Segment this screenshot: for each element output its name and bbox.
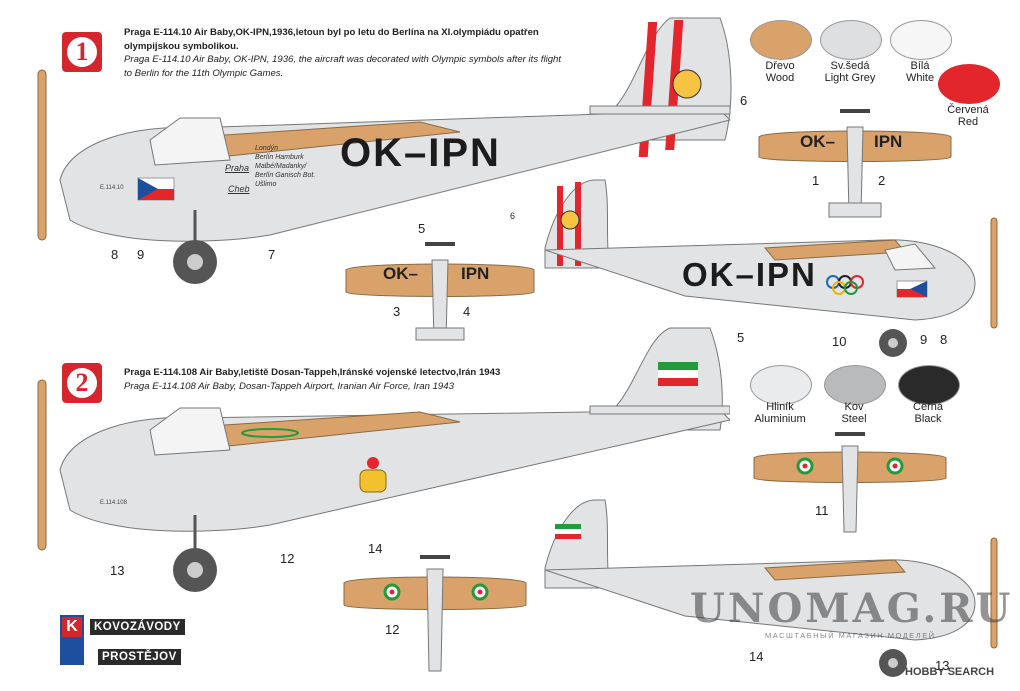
scheme-2-badge: 2 — [62, 363, 102, 403]
serial-1-side: E.114.10 — [100, 185, 124, 191]
callout-6: 6 — [740, 93, 748, 108]
callout-14b: 14 — [749, 649, 764, 664]
logo-line-1: KOVOZÁVODY — [90, 619, 185, 635]
serial-2-side: E.114.108 — [100, 500, 127, 506]
city-cheb: Cheb — [228, 184, 250, 194]
scheme-2-side-view-right — [544, 499, 998, 677]
scheme-2-description: Praga E-114.108 Air Baby,letiště Dosan-T… — [124, 366, 564, 393]
scheme-1-badge: 1 — [62, 32, 102, 72]
scheme-1-top-view-right — [758, 109, 952, 218]
callout-12: 12 — [280, 551, 295, 566]
wing-reg-right-a: IPN — [461, 264, 490, 283]
callout-10: 10 — [832, 334, 847, 349]
swatch-red — [938, 64, 1000, 104]
callout-9b: 9 — [920, 332, 928, 347]
route-list: Londýn Berlín Hamburk Malbé/Madanky/ Ber… — [255, 144, 315, 189]
scheme-1-title-en: Praga E-114.10 Air Baby, OK-IPN, 1936, t… — [124, 54, 562, 79]
scheme-2-top-view-right — [753, 432, 947, 533]
callout-1: 1 — [812, 173, 820, 188]
wing-reg-right-b: IPN — [874, 132, 903, 151]
callout-14: 14 — [368, 541, 383, 556]
wing-reg-left-b: OK– — [800, 132, 835, 151]
scheme-2-top-view — [343, 555, 527, 672]
callout-13: 13 — [110, 563, 125, 578]
callout-8: 8 — [111, 247, 119, 262]
watermark-sub: МАСШТАБНЫЙ МАГАЗИН МОДЕЛЕЙ — [765, 631, 936, 640]
callout-13b: 13 — [935, 658, 950, 673]
scheme-1-side-view — [37, 17, 732, 284]
wing-reg-left-a: OK– — [383, 264, 418, 283]
swatch-light-grey — [820, 20, 882, 60]
scheme-1-top-view — [345, 242, 535, 341]
swatch-white — [890, 20, 952, 60]
logo-letter: K — [62, 617, 82, 637]
route-item: Malbé/Madanky/ — [255, 163, 307, 170]
callout-8b: 8 — [940, 332, 948, 347]
route-item: Londýn — [255, 145, 278, 152]
callout-6b: 6 — [510, 211, 516, 221]
callout-4: 4 — [463, 304, 471, 319]
callout-11: 11 — [815, 503, 829, 518]
route-item: Ušlimo — [255, 181, 277, 188]
swatch-black — [898, 365, 960, 405]
swatch-steel — [824, 365, 886, 405]
logo-line-2: PROSTĚJOV — [98, 649, 181, 665]
callout-2: 2 — [878, 173, 886, 188]
registration-right: OK–IPN — [682, 256, 817, 293]
kovozavody-logo: K KOVOZÁVODY PROSTĚJOV — [44, 615, 194, 671]
scheme-1-title-cz: Praga E-114.10 Air Baby,OK-IPN,1936,leto… — [124, 27, 539, 52]
callout-12b: 12 — [385, 622, 400, 637]
scheme-2-side-view — [37, 327, 730, 592]
callout-3: 3 — [393, 304, 401, 319]
callout-5: 5 — [418, 221, 426, 236]
scheme-2-title-cz: Praga E-114.108 Air Baby,letiště Dosan-T… — [124, 367, 501, 378]
hobby-search-mark: HOBBY SEARCH — [905, 666, 995, 678]
city-praha: Praha — [225, 163, 250, 173]
swatch-wood — [750, 20, 812, 60]
callout-5b: 5 — [737, 330, 745, 345]
callout-7: 7 — [268, 247, 276, 262]
swatch-aluminium — [750, 365, 812, 405]
scheme-2-title-en: Praga E-114.108 Air Baby, Dosan-Tappeh A… — [124, 380, 454, 392]
route-item: Berlín Hamburk — [255, 154, 304, 161]
route-item: Berlín Ganisch Bot. — [255, 172, 316, 179]
scheme-1-description: Praga E-114.10 Air Baby,OK-IPN,1936,leto… — [124, 26, 564, 80]
scheme-1-side-view-right — [544, 179, 998, 357]
callout-9: 9 — [137, 247, 145, 262]
watermark-main: UNOMAG.RU — [690, 585, 1014, 632]
registration-large: OK–IPN — [340, 131, 501, 175]
